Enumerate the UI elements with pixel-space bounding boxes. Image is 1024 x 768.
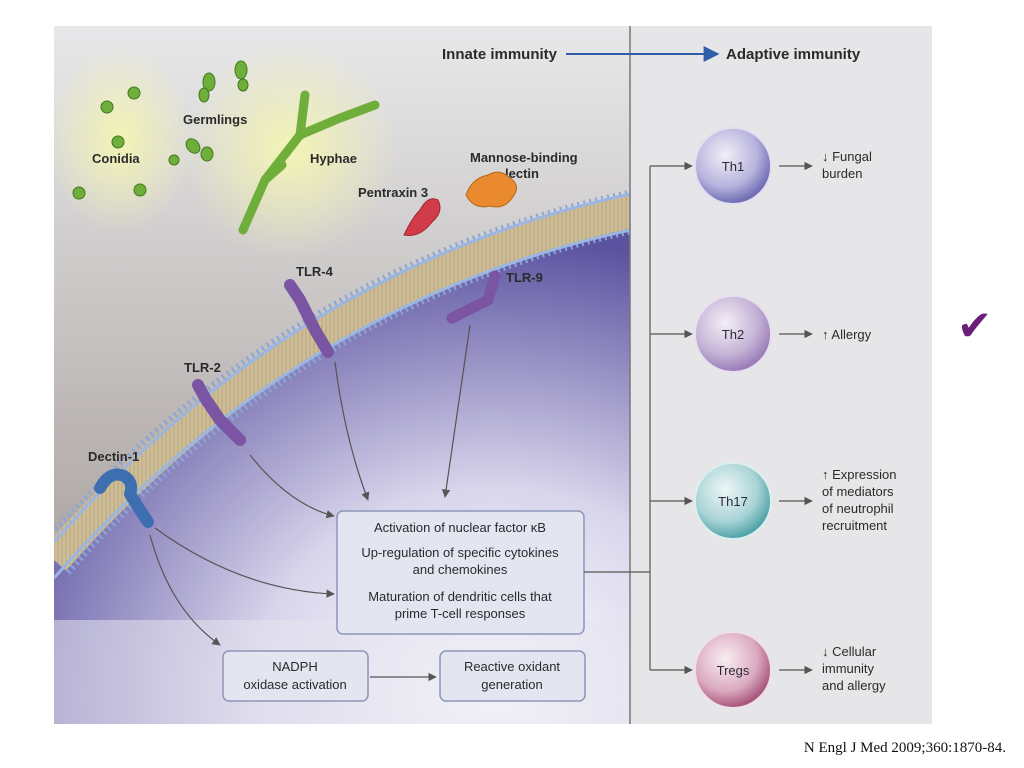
th17-effect-line2: of mediators bbox=[822, 484, 894, 499]
hyphae-icon bbox=[238, 90, 380, 235]
ros-line2: generation bbox=[481, 677, 542, 692]
membrane-outer-edge bbox=[54, 192, 630, 543]
tregs-effect-line1: ↓ Cellular bbox=[822, 644, 877, 659]
th17-effect-line3: of neutrophil bbox=[822, 501, 894, 516]
th1-label: Th1 bbox=[722, 159, 744, 174]
th17-label: Th17 bbox=[718, 494, 748, 509]
tregs-cell: Tregs bbox=[694, 631, 772, 709]
tregs-label: Tregs bbox=[717, 663, 750, 678]
central-line5: prime T-cell responses bbox=[395, 606, 526, 621]
mbl-label-line2: lectin bbox=[505, 166, 539, 181]
tregs-effect-line2: immunity bbox=[822, 661, 875, 676]
th1-effect-line2: burden bbox=[822, 166, 862, 181]
tlr4-label: TLR-4 bbox=[296, 264, 334, 279]
th17-effect-line1: ↑ Expression bbox=[822, 467, 896, 482]
th2-effect-line1: ↑ Allergy bbox=[822, 327, 872, 342]
central-line4: Maturation of dendritic cells that bbox=[368, 589, 552, 604]
germlings-icon bbox=[185, 60, 249, 162]
checkmark-icon: ✔ bbox=[957, 301, 993, 350]
nadph-line2: oxidase activation bbox=[243, 677, 346, 692]
citation: N Engl J Med 2009;360:1870-84. bbox=[803, 740, 1006, 756]
dectin1-receptor-icon bbox=[94, 468, 154, 528]
th2-cell: Th2 bbox=[694, 295, 772, 373]
germlings-label: Germlings bbox=[183, 112, 247, 127]
innate-label: Innate immunity bbox=[442, 46, 558, 63]
tlr2-label: TLR-2 bbox=[184, 360, 221, 375]
tregs-effect-line3: and allergy bbox=[822, 678, 886, 693]
tlr2-receptor-icon bbox=[192, 379, 246, 446]
pentraxin-label: Pentraxin 3 bbox=[358, 185, 428, 200]
th17-cell: Th17 bbox=[694, 462, 772, 540]
ros-box bbox=[439, 650, 586, 702]
conidia-icon bbox=[72, 86, 180, 200]
th2-label: Th2 bbox=[722, 327, 744, 342]
conidia-label: Conidia bbox=[92, 151, 140, 166]
nadph-box bbox=[222, 650, 369, 702]
nadph-line1: NADPH bbox=[272, 659, 318, 674]
hyphae-label: Hyphae bbox=[310, 151, 357, 166]
mbl-label-line1: Mannose-binding bbox=[470, 150, 578, 165]
outcome-arrows bbox=[779, 161, 813, 675]
central-line1: Activation of nuclear factor κB bbox=[374, 520, 546, 535]
dectin-label: Dectin-1 bbox=[88, 449, 139, 464]
tlr4-receptor-icon bbox=[284, 279, 334, 358]
mannose-binding-lectin-icon bbox=[465, 171, 517, 208]
th17-effect-line4: recruitment bbox=[822, 518, 887, 533]
th1-cell: Th1 bbox=[694, 127, 772, 205]
tcell-branch-lines bbox=[584, 161, 693, 675]
tlr9-receptor-icon bbox=[446, 270, 501, 324]
pentraxin-icon bbox=[403, 198, 441, 236]
th1-effect-line1: ↓ Fungal bbox=[822, 149, 872, 164]
central-line3: and chemokines bbox=[413, 562, 508, 577]
signaling-arrows bbox=[149, 324, 471, 682]
ros-line1: Reactive oxidant bbox=[464, 659, 560, 674]
tlr9-label: TLR-9 bbox=[506, 270, 543, 285]
central-line2: Up-regulation of specific cytokines bbox=[361, 545, 559, 560]
adaptive-label: Adaptive immunity bbox=[726, 46, 861, 63]
